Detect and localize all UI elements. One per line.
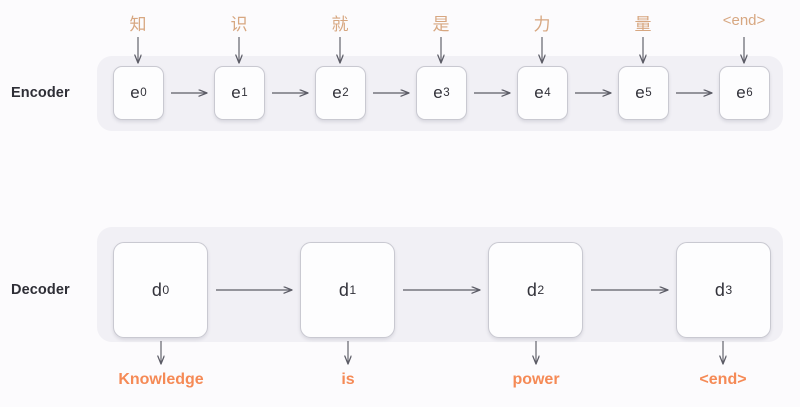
decoder-cell-0-base: d: [151, 279, 162, 300]
decoder-band: [97, 227, 783, 342]
encoder-cell-0-sub: 0: [140, 87, 147, 99]
decoder-output-token-2: power: [512, 371, 560, 388]
encoder-cell-1-sub: 1: [241, 87, 248, 99]
encoder-cell-6-sub: 6: [746, 87, 753, 99]
encoder-input-token-4: 力: [533, 15, 551, 34]
encoder-cell-1-base: e: [231, 83, 241, 102]
encoder-input-token-1: 识: [230, 15, 248, 34]
encoder-input-token-5: 量: [634, 15, 652, 34]
decoder-cell-0-sub: 0: [162, 283, 170, 297]
encoder-cell-3-base: e: [433, 83, 443, 102]
decoder-cell-2-base: d: [526, 279, 537, 300]
decoder-cell-3-base: d: [714, 279, 725, 300]
encoder-cell-0-base: e: [130, 83, 140, 102]
encoder-cell-4-base: e: [534, 83, 544, 102]
decoder-cell-1-base: d: [338, 279, 349, 300]
encoder-input-token-6: <end>: [722, 12, 766, 29]
encoder-cell-2-base: e: [332, 83, 342, 102]
decoder-row-label: Decoder: [11, 282, 70, 298]
decoder-output-token-0: Knowledge: [118, 371, 204, 388]
encoder-input-token-0: 知: [129, 15, 147, 34]
encoder-cell-5-base: e: [635, 83, 645, 102]
encoder-cell-5-sub: 5: [645, 87, 652, 99]
decoder-cell-1-sub: 1: [349, 283, 357, 297]
encoder-cell-6-base: e: [736, 83, 746, 102]
decoder-output-token-3: <end>: [699, 371, 747, 388]
encoder-cell-3-sub: 3: [443, 87, 450, 99]
encoder-input-token-3: 是: [432, 15, 450, 34]
decoder-output-token-1: is: [341, 371, 355, 388]
encoder-cell-4-sub: 4: [544, 87, 551, 99]
decoder-cell-2-sub: 2: [537, 283, 545, 297]
encoder-input-token-2: 就: [331, 15, 349, 34]
decoder-cell-3-sub: 3: [725, 283, 733, 297]
encoder-row-label: Encoder: [11, 85, 70, 101]
encoder-cell-2-sub: 2: [342, 87, 349, 99]
decoder-output-arrows: [161, 341, 723, 364]
